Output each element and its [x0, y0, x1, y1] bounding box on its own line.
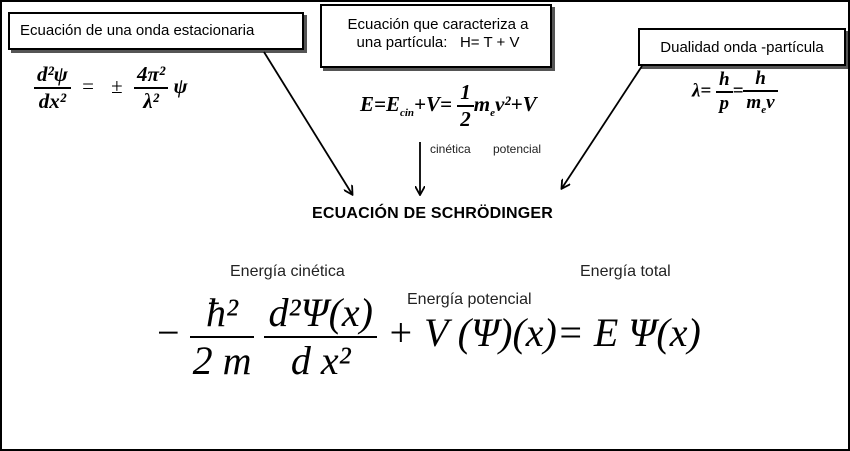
wave-equation-formula: d²ψ dx² = ± 4π² λ² ψ: [34, 62, 188, 114]
duality-label: Dualidad onda -partícula: [660, 39, 824, 56]
lambda-velocity: v: [766, 92, 775, 113]
wave-plus-minus: ±: [111, 73, 123, 98]
lambda-h-over-mv: h mev: [743, 68, 778, 116]
lambda-mass-subscript: e: [761, 103, 767, 116]
lambda-lhs: λ=: [692, 80, 712, 102]
lambda-mass: m: [746, 92, 762, 113]
energy-mass: m: [473, 91, 491, 116]
schrodinger-title: ECUACIÓN DE SCHRÖDINGER: [312, 205, 554, 222]
particle-equation-box: Ecuación que caracteriza a una partícula…: [320, 4, 552, 68]
potential-small-label: potencial: [493, 142, 542, 156]
kinetic-small-label: cinética: [430, 142, 471, 156]
energy-term: E Ψ(x): [593, 310, 701, 356]
particle-label-line1: Ecuación que caracteriza a: [347, 16, 529, 33]
wave-rhs-numerator: 4π²: [133, 62, 169, 89]
particle-label-line2-wrap: una partícula: H= T + V: [332, 34, 544, 52]
schrodinger-equation: − ħ² 2 m d²Ψ(x) d x² + V (Ψ)(x)= E Ψ(x): [157, 290, 701, 384]
second-derivative-fraction: d²Ψ(x) d x²: [264, 290, 377, 384]
energy-half-numerator: 1: [457, 80, 474, 107]
wave-lhs-numerator: d²ψ: [34, 62, 71, 89]
wave-rhs-fraction: 4π² λ²: [133, 62, 169, 114]
wave-particle-duality-box: Dualidad onda -partícula: [638, 28, 846, 66]
arrow-from-duality-box: [562, 65, 643, 188]
lambda-h1: h: [716, 69, 733, 93]
lambda-h2: h: [743, 68, 778, 92]
potential-term: + V (Ψ)(x)=: [386, 310, 594, 356]
energy-lhs: E=E: [360, 91, 400, 116]
wave-psi: ψ: [173, 73, 188, 98]
wave-lhs-fraction: d²ψ dx²: [34, 62, 71, 114]
two-m: 2 m: [192, 338, 252, 383]
energy-mid: +V=: [414, 91, 452, 116]
standing-wave-box: Ecuación de una onda estacionaria: [8, 12, 304, 50]
energy-equation-formula: E=Ecin+V= 1 2 mev²+V: [360, 80, 537, 132]
d2-psi: d²Ψ(x): [264, 290, 377, 338]
lambda-p: p: [719, 92, 730, 114]
energy-velocity-term: v²+V: [494, 91, 537, 116]
wave-lhs-denominator: dx²: [38, 89, 67, 113]
hamiltonian-equation: H= T + V: [459, 34, 520, 51]
total-energy-label: Energía total: [580, 263, 671, 280]
de-broglie-formula: λ= h p = h mev: [692, 68, 778, 116]
minus-sign: −: [157, 310, 180, 356]
lambda-h-over-p: h p: [716, 69, 733, 115]
potential-energy-label: Energía potencial: [407, 291, 532, 308]
hbar-fraction: ħ² 2 m: [189, 290, 255, 384]
energy-cin-subscript: cin: [399, 107, 415, 119]
dx-squared: d x²: [290, 338, 351, 383]
particle-label-line2: una partícula:: [356, 34, 448, 51]
lambda-mv: mev: [743, 92, 777, 116]
arrow-from-wave-box: [263, 51, 352, 194]
wave-equals: =: [82, 73, 94, 98]
lambda-equals2: =: [732, 80, 744, 102]
kinetic-energy-label: Energía cinética: [230, 263, 345, 280]
energy-half-fraction: 1 2: [457, 80, 474, 132]
energy-half-denominator: 2: [460, 107, 471, 131]
wave-rhs-denominator: λ²: [143, 89, 159, 113]
energy-mass-subscript: e: [490, 107, 495, 119]
standing-wave-label: Ecuación de una onda estacionaria: [20, 22, 255, 39]
hbar-squared: ħ²: [189, 290, 255, 338]
